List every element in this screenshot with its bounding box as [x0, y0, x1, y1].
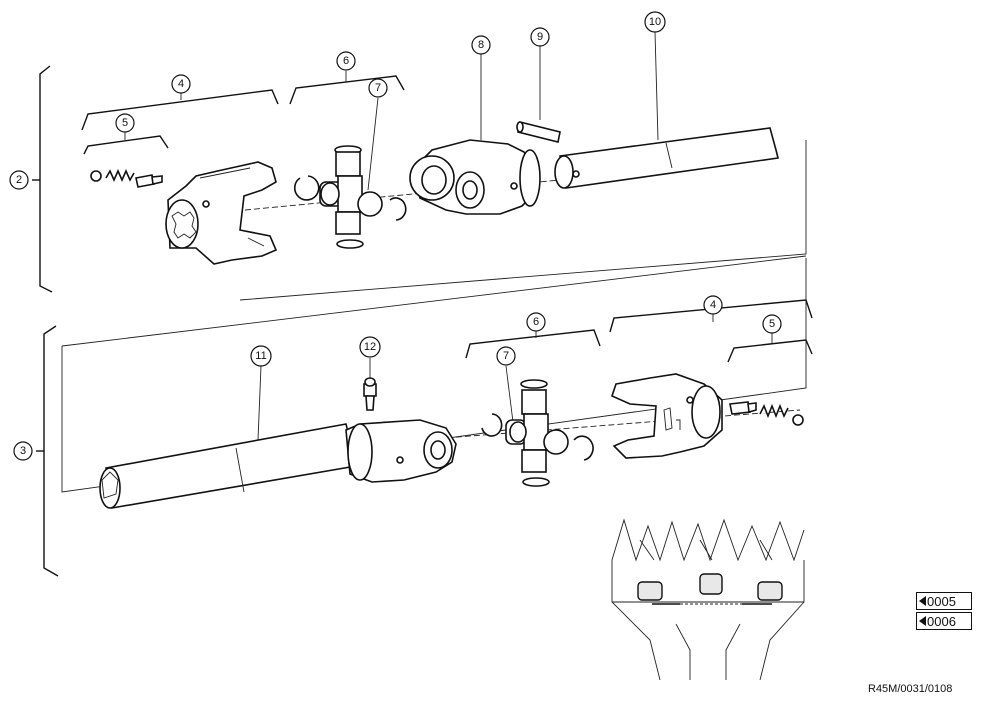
callout-5-lower: 5 — [762, 314, 782, 334]
callout-10: 10 — [644, 11, 666, 33]
svg-text:9: 9 — [537, 31, 543, 43]
tube-yoke-lower — [345, 419, 457, 483]
svg-text:6: 6 — [533, 316, 539, 328]
svg-text:4: 4 — [710, 299, 716, 311]
group-bracket-5-lower — [727, 339, 813, 363]
assembly-2-frame — [239, 140, 807, 301]
left-arrow-icon — [919, 616, 926, 626]
next-page-button[interactable]: 0006 — [916, 612, 972, 630]
tube-yoke-upper — [409, 139, 541, 215]
assembly-3-bracket — [36, 325, 59, 577]
svg-text:3: 3 — [20, 445, 26, 457]
svg-text:8: 8 — [478, 39, 484, 51]
location-inset — [611, 518, 805, 681]
callout-2: 2 — [9, 170, 29, 190]
svg-text:5: 5 — [769, 318, 775, 330]
svg-text:6: 6 — [343, 55, 349, 67]
callout-5-upper: 5 — [115, 113, 135, 133]
svg-text:5: 5 — [122, 117, 128, 129]
group-bracket-6-lower — [465, 329, 601, 359]
profile-tube-upper — [554, 127, 779, 189]
callout-11: 11 — [250, 345, 272, 367]
svg-text:2: 2 — [16, 174, 22, 186]
callout-8: 8 — [471, 35, 491, 55]
callout-6-lower: 6 — [526, 312, 546, 332]
cross-spider-lower — [505, 379, 569, 487]
svg-text:11: 11 — [255, 350, 266, 362]
callout-6-upper: 6 — [336, 51, 356, 71]
circlip-lower-right — [573, 435, 594, 461]
callout-9: 9 — [530, 27, 550, 47]
left-arrow-icon — [919, 596, 926, 606]
callout-12: 12 — [359, 336, 381, 358]
grease-nipple — [363, 377, 377, 411]
group-bracket-4-upper — [81, 89, 279, 131]
svg-text:12: 12 — [364, 341, 376, 353]
profile-tube-lower — [99, 423, 357, 509]
callout-4-upper: 4 — [171, 74, 191, 94]
group-bracket-5-upper — [83, 135, 169, 155]
callout-7-lower: 7 — [496, 346, 516, 366]
callout-7-upper: 7 — [368, 78, 388, 98]
cross-spider-upper — [319, 145, 383, 249]
next-page-label: 0006 — [927, 613, 956, 629]
detent-pin-set-lower — [729, 401, 804, 426]
svg-text:7: 7 — [503, 350, 509, 362]
detent-pin-set-upper — [90, 169, 163, 188]
callout-3: 3 — [13, 441, 33, 461]
yoke-upper — [165, 161, 278, 265]
circlip-upper-right — [389, 197, 407, 221]
svg-text:10: 10 — [649, 16, 661, 28]
yoke-lower — [611, 373, 723, 459]
roll-pin — [516, 121, 561, 143]
circlip-upper-left — [293, 175, 320, 201]
circlip-lower-left — [481, 413, 503, 437]
callout-4-lower: 4 — [703, 295, 723, 315]
svg-text:4: 4 — [178, 78, 184, 90]
assembly-2-bracket — [32, 65, 53, 293]
prev-page-button[interactable]: 0005 — [916, 592, 972, 610]
svg-text:7: 7 — [375, 82, 381, 94]
figure-reference-code: R45M/0031/0108 — [868, 683, 953, 695]
prev-page-label: 0005 — [927, 593, 956, 609]
